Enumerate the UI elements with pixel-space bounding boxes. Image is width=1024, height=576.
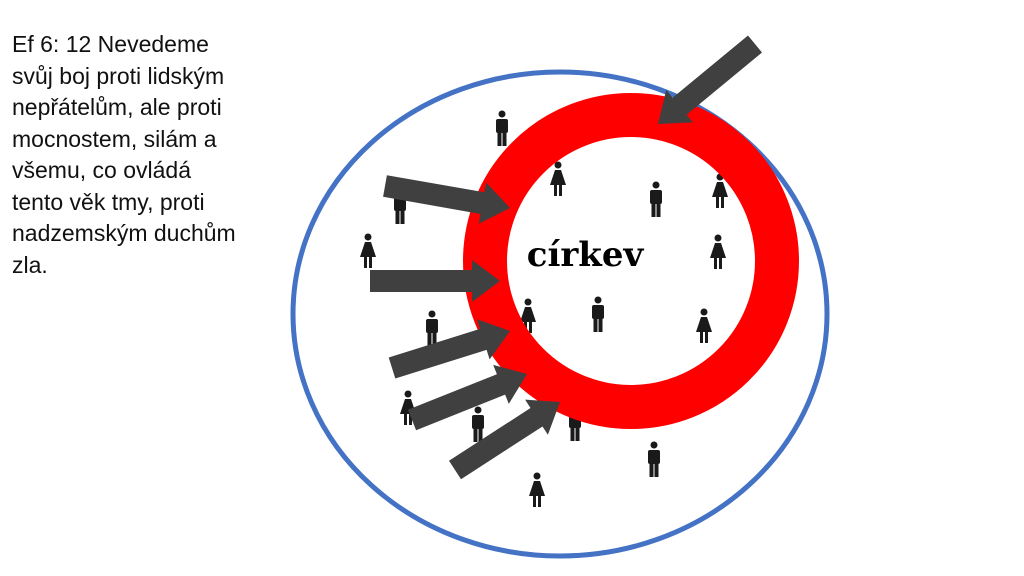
- man-icon: [648, 441, 660, 477]
- woman-icon: [712, 173, 728, 208]
- verse-line: Ef 6: 12 Nevedeme: [12, 31, 209, 57]
- attack-arrow: [407, 364, 527, 431]
- attack-arrow: [449, 399, 560, 480]
- verse-line: svůj boj proti lidským: [12, 62, 225, 89]
- attack-arrows: [370, 35, 762, 480]
- man-icon: [650, 181, 662, 217]
- man-icon: [426, 310, 438, 346]
- people-group: [360, 110, 728, 507]
- attack-arrow: [388, 319, 510, 379]
- verse-line: nadzemským duchům: [12, 220, 236, 246]
- verse-line: všemu, co ovládá: [12, 157, 191, 183]
- woman-icon: [529, 472, 545, 507]
- attack-arrow: [383, 175, 510, 224]
- verse-line: mocnostem, silám a: [12, 125, 217, 152]
- verse-line: tento věk tmy, proti: [12, 188, 205, 215]
- church-ring: [463, 93, 799, 429]
- bible-verse-text: Ef 6: 12 Nevedeme svůj boj proti lidským…: [12, 29, 292, 281]
- woman-icon: [360, 233, 376, 268]
- verse-line: nepřátelům, ale proti: [12, 94, 222, 120]
- verse-line: zla.: [12, 251, 48, 278]
- woman-icon: [550, 161, 566, 196]
- attack-arrow: [658, 35, 762, 124]
- man-icon: [496, 110, 508, 146]
- church-label: církev: [527, 235, 645, 275]
- man-icon: [472, 406, 484, 442]
- woman-icon: [710, 234, 726, 269]
- woman-icon: [696, 308, 712, 343]
- attack-arrow: [370, 260, 500, 302]
- world-circle: [290, 69, 830, 559]
- man-icon: [592, 296, 604, 332]
